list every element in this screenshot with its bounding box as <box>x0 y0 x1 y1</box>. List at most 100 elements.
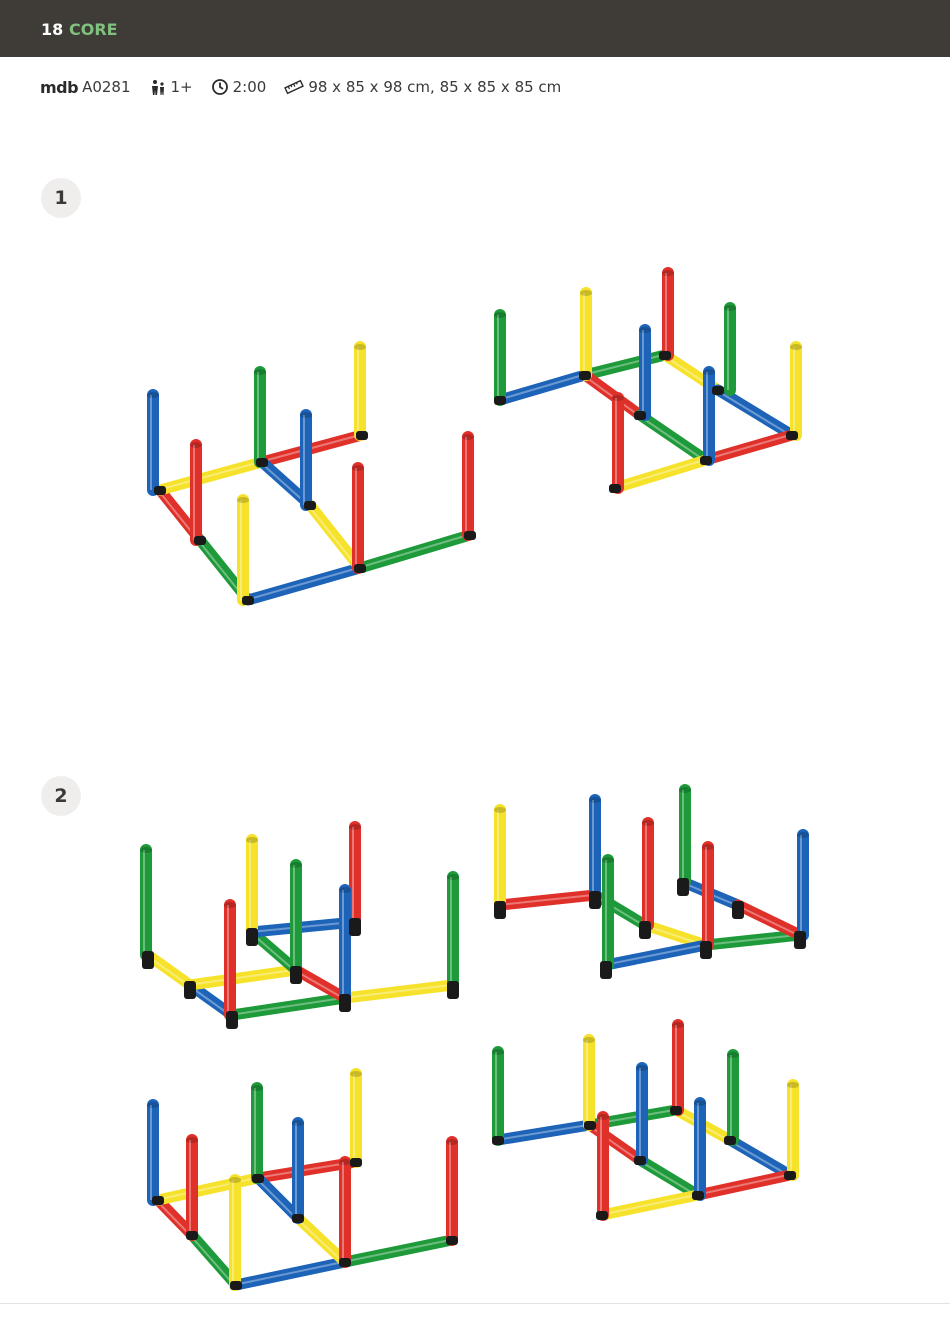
connector-joint <box>464 531 476 540</box>
brand-logo: mdb <box>40 77 79 97</box>
tube <box>152 1172 264 1206</box>
connector-joint <box>596 1211 608 1220</box>
tube <box>609 454 712 494</box>
tube <box>142 949 196 991</box>
connector-joint <box>304 501 316 510</box>
tube <box>226 992 351 1021</box>
assembly-figure-2b <box>494 784 809 979</box>
post-cap <box>583 1037 595 1043</box>
post-cap <box>147 392 159 398</box>
post-cap <box>140 847 152 853</box>
tube <box>246 926 302 976</box>
assembly-figure-1a <box>147 341 476 606</box>
connector-joint <box>447 981 459 999</box>
tube <box>700 929 806 951</box>
tube-highlight <box>307 504 359 569</box>
connector-joint <box>242 596 254 605</box>
connector-joint <box>349 918 361 936</box>
post-cap <box>237 497 249 503</box>
tube-highlight <box>637 414 705 461</box>
tube-highlight <box>187 969 295 986</box>
post-cap <box>642 820 654 826</box>
post-cap <box>602 857 614 863</box>
connector-joint <box>712 386 724 395</box>
post-cap <box>462 434 474 440</box>
post-cap <box>339 887 351 893</box>
tube-highlight <box>495 1124 589 1141</box>
connector-joint <box>290 966 302 984</box>
connector-joint <box>152 1196 164 1205</box>
tube-highlight <box>735 904 799 936</box>
step-badge-2: 2 <box>41 776 81 816</box>
tube-highlight <box>357 534 469 569</box>
tube-highlight <box>587 1124 639 1161</box>
post-cap <box>349 824 361 830</box>
connector-joint <box>350 1158 362 1167</box>
tube <box>230 1256 351 1291</box>
connector-joint <box>246 928 258 946</box>
tube <box>154 456 268 496</box>
tube-highlight <box>233 1261 344 1286</box>
post-cap <box>186 1137 198 1143</box>
connector-joint <box>732 901 744 919</box>
post-cap <box>589 797 601 803</box>
post-cap <box>580 290 592 296</box>
tube-highlight <box>293 969 344 999</box>
tube <box>634 1154 704 1201</box>
tube-highlight <box>695 1174 789 1196</box>
tube <box>700 429 798 466</box>
post-cap <box>492 1049 504 1055</box>
players-count: 1+ <box>170 78 193 96</box>
post-cap <box>494 807 506 813</box>
post-cap <box>612 395 624 401</box>
connector-joint <box>186 1231 198 1240</box>
tube <box>304 499 366 574</box>
connector-joint <box>670 1106 682 1115</box>
tube-highlight <box>189 1234 235 1286</box>
connector-joint <box>252 1174 264 1183</box>
assembly-figure-2d <box>492 1019 799 1221</box>
ruler-icon <box>284 79 305 95</box>
tube-highlight <box>245 567 359 601</box>
connector-joint <box>579 371 591 380</box>
connector-joint <box>724 1136 736 1145</box>
tube-highlight <box>637 1159 697 1196</box>
tube <box>339 979 459 1004</box>
assembly-figure-2c <box>147 1068 458 1291</box>
post-cap <box>694 1100 706 1106</box>
dimensions: 98 x 85 x 98 cm, 85 x 85 x 85 cm <box>308 78 562 96</box>
connector-joint <box>639 921 651 939</box>
tube-highlight <box>295 1217 344 1263</box>
connector-joint <box>226 1011 238 1029</box>
tube <box>492 1119 596 1146</box>
post-cap <box>797 832 809 838</box>
tube <box>290 964 351 1004</box>
post-cap <box>703 369 715 375</box>
tube-highlight <box>642 924 705 946</box>
tube <box>494 889 601 911</box>
tube-highlight <box>582 374 639 416</box>
page-number: 18 <box>41 20 64 39</box>
tube <box>246 916 361 938</box>
connector-joint <box>677 878 689 896</box>
connector-joint <box>230 1281 242 1290</box>
tube-highlight <box>599 1194 697 1216</box>
connector-joint <box>142 951 154 969</box>
post-cap <box>790 344 802 350</box>
post-cap <box>229 1177 241 1183</box>
connector-joint <box>354 564 366 573</box>
post-cap <box>636 1065 648 1071</box>
post-cap <box>339 1159 351 1165</box>
connector-joint <box>700 941 712 959</box>
tube-highlight <box>157 461 261 491</box>
post-cap <box>292 1120 304 1126</box>
connector-joint <box>194 536 206 545</box>
step-badge-1: 1 <box>41 178 81 218</box>
tube <box>494 369 591 406</box>
post-cap <box>224 902 236 908</box>
connector-joint <box>634 411 646 420</box>
tube <box>252 1172 304 1224</box>
tube <box>354 529 476 574</box>
connector-joint <box>634 1156 646 1165</box>
